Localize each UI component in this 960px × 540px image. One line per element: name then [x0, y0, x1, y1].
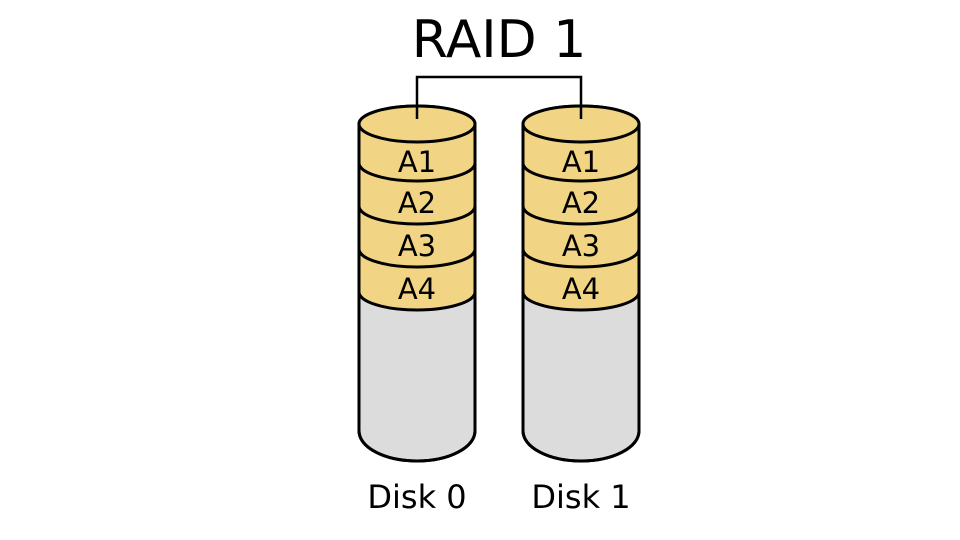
block-separator	[521, 162, 641, 183]
block-label: A4	[398, 272, 436, 306]
block-separator	[357, 162, 477, 183]
mirror-connector-line	[415, 75, 583, 119]
block-label: A3	[562, 229, 600, 263]
disk-outline	[521, 124, 641, 463]
diagram-title: RAID 1	[412, 10, 587, 70]
disk-label: Disk 0	[367, 478, 466, 516]
block-separator	[357, 291, 477, 312]
block-separator	[521, 205, 641, 226]
block-label: A3	[398, 229, 436, 263]
disk-0: A1 A2 A3 A4 Disk 0	[357, 104, 477, 516]
block-label: A2	[398, 186, 436, 220]
block-separator	[521, 248, 641, 269]
block-separator	[357, 205, 477, 226]
block-label: A4	[562, 272, 600, 306]
block-label: A1	[562, 145, 600, 179]
disk-outline	[357, 124, 477, 463]
disk-1: A1 A2 A3 A4 Disk 1	[521, 104, 641, 516]
block-separator	[521, 291, 641, 312]
block-label: A2	[562, 186, 600, 220]
block-separator	[357, 248, 477, 269]
disk-label: Disk 1	[531, 478, 630, 516]
block-label: A1	[398, 145, 436, 179]
